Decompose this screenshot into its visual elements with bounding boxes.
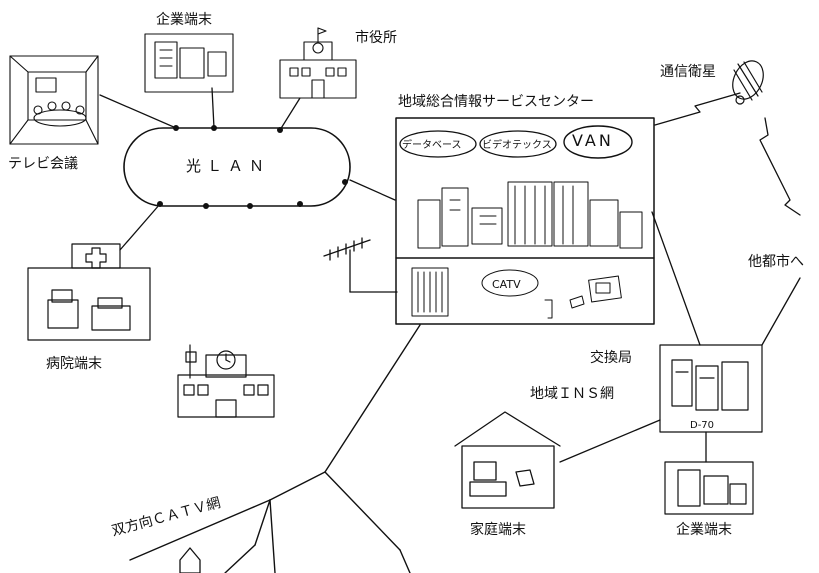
home-house <box>454 411 561 509</box>
ins-network-label: 地域ＩＮＳ網 <box>530 386 614 402</box>
company-terminal-bottom-label: 企業端末 <box>676 522 732 538</box>
tv-conference-label: テレビ会議 <box>8 156 78 172</box>
antenna <box>323 237 398 293</box>
company-terminal-top <box>144 33 234 93</box>
database-label: データベース <box>402 140 462 151</box>
catv-tree <box>129 324 421 573</box>
catv-label: CATV <box>492 278 521 291</box>
exchange-station <box>659 344 763 433</box>
link-satellite-down <box>759 117 801 216</box>
link-cityhall-lan <box>279 97 301 131</box>
hospital-terminal-label: 病院端末 <box>46 356 102 372</box>
link-lan-hospital <box>119 203 161 251</box>
company-terminal-bottom <box>664 461 754 515</box>
lan-nodes <box>157 125 348 209</box>
link-center-satellite <box>654 92 741 126</box>
link-tvconf-lan <box>99 94 177 129</box>
tv-conference-room <box>9 55 99 145</box>
van-oval <box>563 125 633 159</box>
link-exchange-othercities <box>761 277 801 346</box>
link-company-lan <box>211 87 215 129</box>
optical-lan-label: 光ＬＡＮ <box>186 157 271 175</box>
database-oval <box>399 130 477 158</box>
satellite-label: 通信衛星 <box>660 64 716 80</box>
catv-oval <box>481 269 539 297</box>
optical-lan-ring <box>123 127 351 207</box>
link-lan-center <box>349 179 396 201</box>
link-exchange-home <box>559 419 661 463</box>
catv-equipment <box>411 267 622 319</box>
city-hall-label: 市役所 <box>355 30 397 46</box>
school-building <box>177 344 275 418</box>
van-label: VAN <box>572 131 614 150</box>
satellite <box>732 60 764 105</box>
city-hall-building <box>279 27 357 99</box>
hospital-building <box>27 243 151 341</box>
link-center-exchange <box>651 211 701 346</box>
mainframe-equipment <box>417 181 643 249</box>
videotex-oval <box>479 130 557 158</box>
other-cities-label: 他都市へ <box>748 254 804 270</box>
info-center-label: 地域総合情報サービスセンター <box>398 94 594 110</box>
small-house <box>179 547 201 573</box>
company-terminal-top-label: 企業端末 <box>156 12 212 28</box>
switch-model-label: D-70 <box>690 420 715 431</box>
info-center-box <box>395 117 655 325</box>
exchange-label: 交換局 <box>590 350 632 366</box>
home-terminal-label: 家庭端末 <box>470 522 526 538</box>
videotex-label: ビデオテックス <box>482 140 552 151</box>
